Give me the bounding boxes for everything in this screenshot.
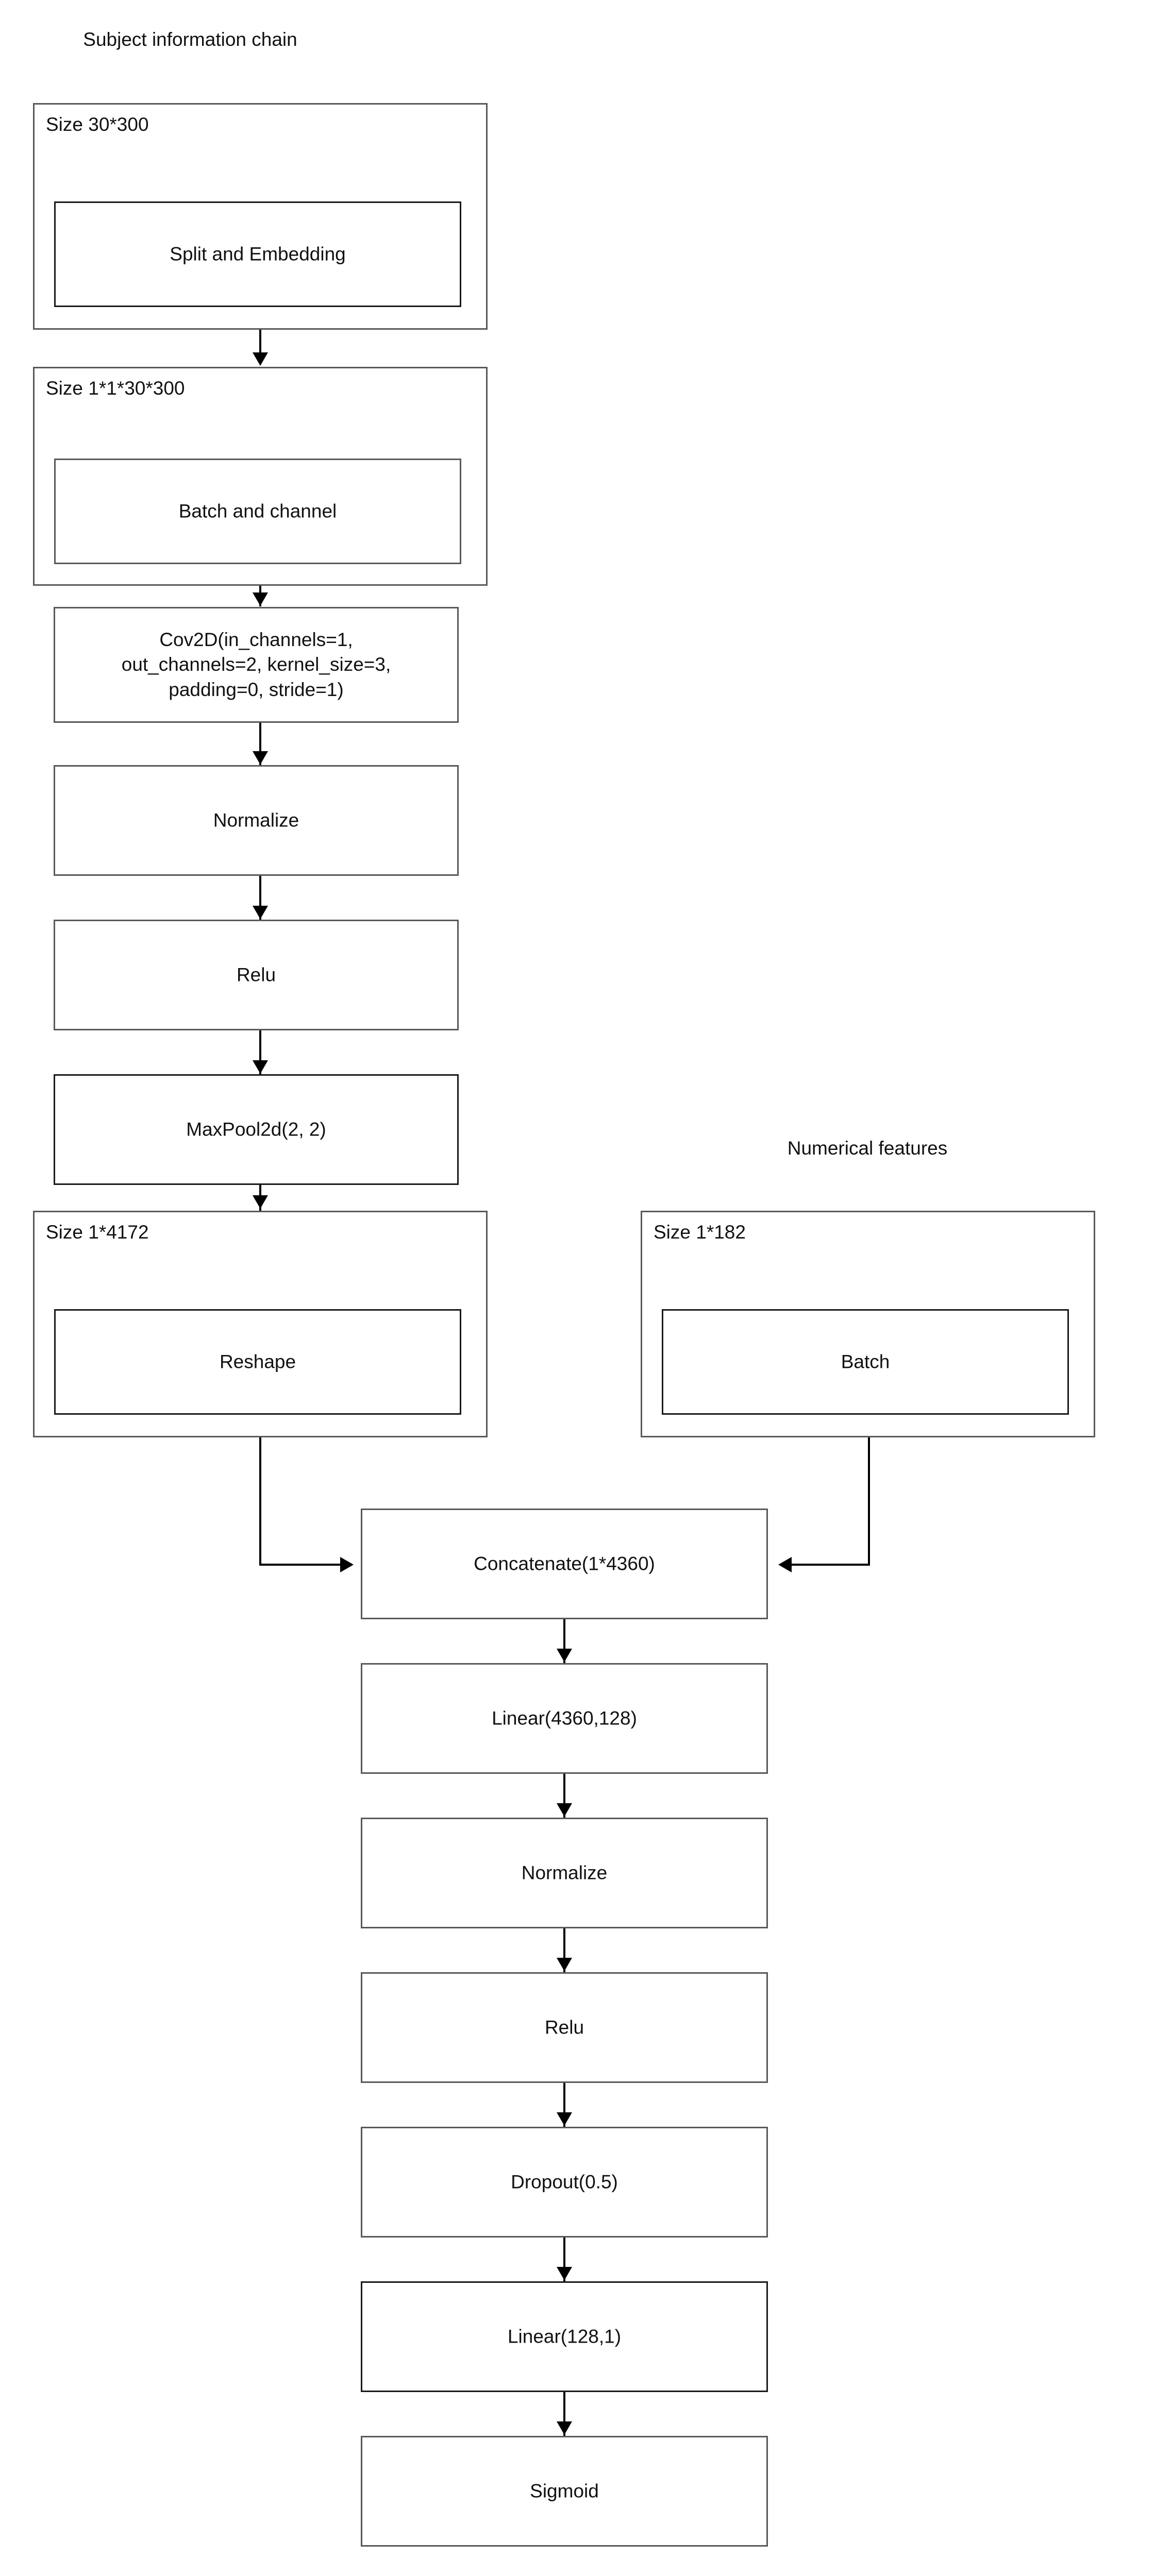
node-batch-and-channel[interactable]: Batch and channel [54,459,461,564]
group-caption-size-30x300: Size 30*300 [46,114,149,135]
node-relu-head[interactable]: Relu [361,1972,768,2083]
connector-linear1-norm-arrow-icon [557,1803,572,1817]
connector-norm-relu-arrow-icon [253,906,268,919]
connector-concat-linear1-line [563,1619,565,1663]
node-label-normalize-conv: Normalize [213,809,299,831]
node-conv2d[interactable]: Cov2D(in_channels=1, out_channels=2, ker… [54,607,459,723]
node-batch[interactable]: Batch [662,1309,1069,1415]
node-linear-4360-128[interactable]: Linear(4360,128) [361,1663,768,1774]
connector-batch-concat-arrow-icon [778,1557,792,1572]
connector-reshape-concat-vline [259,1437,261,1566]
connector-g2-conv-arrow-icon [253,592,268,606]
node-label-batch-and-channel: Batch and channel [178,500,337,522]
connector-relu-dropout-line [563,2083,565,2127]
connector-batch-concat-hline [789,1564,870,1566]
connector-conv-norm-line [259,723,261,765]
conv2d-line-2: out_channels=2, kernel_size=3, [121,654,391,675]
connector-linear2-sigmoid-arrow-icon [557,2421,572,2435]
connector-batch-concat-vline [868,1437,870,1566]
connector-g1-g2-line [259,330,261,354]
group-caption-size-1x182: Size 1*182 [654,1222,746,1243]
node-label-reshape: Reshape [219,1351,296,1372]
node-sigmoid[interactable]: Sigmoid [361,2436,768,2547]
node-maxpool2d[interactable]: MaxPool2d(2, 2) [54,1074,459,1185]
group-size-1x4172: Size 1*4172 Reshape [33,1211,488,1437]
group-caption-size-1x1x30x300: Size 1*1*30*300 [46,378,185,399]
node-reshape[interactable]: Reshape [54,1309,461,1415]
node-label-linear-128-1: Linear(128,1) [507,2326,622,2347]
left-branch-title: Subject information chain [83,29,297,50]
node-label-linear-4360-128: Linear(4360,128) [492,1707,637,1729]
node-label-dropout: Dropout(0.5) [511,2171,618,2193]
node-label-sigmoid: Sigmoid [530,2480,599,2502]
group-size-30x300: Size 30*300 Split and Embedding [33,103,488,330]
connector-relu-dropout-arrow-icon [557,2112,572,2126]
node-label-split-and-embedding: Split and Embedding [170,243,346,265]
node-label-maxpool2d: MaxPool2d(2, 2) [186,1118,326,1140]
connector-relu-maxpool-arrow-icon [253,1060,268,1074]
node-label-normalize-head: Normalize [521,1862,608,1884]
connector-conv-norm-arrow-icon [253,751,268,765]
connector-reshape-concat-hline [259,1564,347,1566]
node-label-relu-conv: Relu [236,964,276,986]
conv2d-line-1: Cov2D(in_channels=1, [159,629,353,650]
connector-g1-g2-arrow-icon [253,352,268,366]
connector-linear2-sigmoid-line [563,2392,565,2436]
node-label-batch: Batch [841,1351,890,1372]
group-caption-size-1x4172: Size 1*4172 [46,1222,149,1243]
node-label-conv2d: Cov2D(in_channels=1, out_channels=2, ker… [55,627,457,702]
connector-dropout-linear2-arrow-icon [557,2267,572,2280]
right-branch-title: Numerical features [787,1138,948,1159]
connector-maxpool-reshape-arrow-icon [253,1195,268,1209]
node-concatenate[interactable]: Concatenate(1*4360) [361,1509,768,1619]
node-label-concatenate: Concatenate(1*4360) [474,1553,655,1574]
conv2d-line-3: padding=0, stride=1) [169,679,344,700]
node-normalize-head[interactable]: Normalize [361,1818,768,1928]
node-split-and-embedding[interactable]: Split and Embedding [54,201,461,307]
node-dropout[interactable]: Dropout(0.5) [361,2127,768,2238]
connector-linear1-norm-line [563,1774,565,1818]
node-relu-conv[interactable]: Relu [54,920,459,1030]
connector-dropout-linear2-line [563,2238,565,2281]
node-linear-128-1[interactable]: Linear(128,1) [361,2281,768,2392]
connector-norm-relu-line [259,876,261,920]
connector-reshape-concat-arrow-icon [340,1557,354,1572]
connector-concat-linear1-arrow-icon [557,1649,572,1662]
group-size-1x182: Size 1*182 Batch [641,1211,1095,1437]
connector-norm-relu-head-line [563,1928,565,1972]
connector-relu-maxpool-line [259,1030,261,1074]
node-label-relu-head: Relu [544,2016,584,2038]
node-normalize-conv[interactable]: Normalize [54,765,459,876]
connector-norm-relu-head-arrow-icon [557,1958,572,1971]
group-size-1x1x30x300: Size 1*1*30*300 Batch and channel [33,367,488,586]
